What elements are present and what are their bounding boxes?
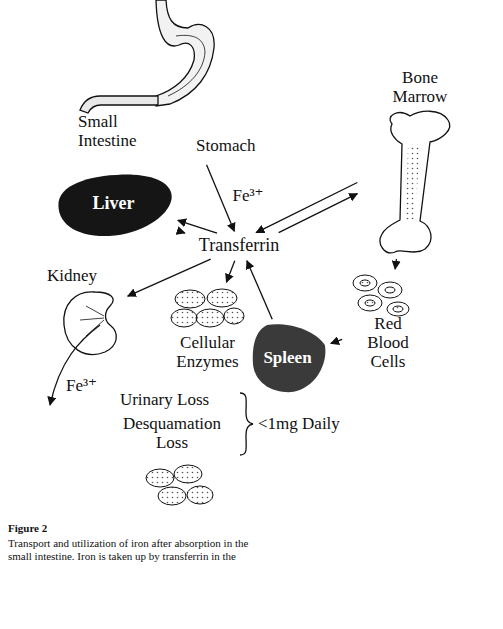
cellular-enzymes-node: Cellular Enzymes	[165, 285, 250, 377]
figure-number: Figure 2	[8, 522, 47, 535]
brace	[240, 393, 253, 455]
kidney-node: Kidney	[45, 266, 125, 364]
red-blood-cells-node: Red Blood Cells	[345, 272, 430, 375]
daily-loss-label: <1mg Daily	[258, 414, 340, 433]
kidney-drawing	[50, 292, 116, 405]
node-label: Bone Marrow	[388, 68, 452, 106]
liver-organ: Liver	[55, 172, 175, 238]
urine-arrow	[50, 325, 100, 405]
iron-flow-arrow	[256, 183, 357, 233]
cell-cluster	[171, 289, 244, 327]
gut-node: Small IntestineStomach	[76, 0, 267, 162]
node-label: Cellular Enzymes	[169, 333, 246, 371]
loss-label: Desquamation Loss	[112, 414, 232, 452]
spleen-organ: Spleen	[250, 322, 328, 394]
stomach-drawing	[80, 0, 214, 113]
red-blood-cells-drawing	[353, 275, 409, 316]
desquamated-cells	[146, 465, 213, 505]
iron-label: Fe³⁺	[66, 376, 97, 395]
iron-flow-arrow	[331, 339, 342, 343]
iron-flow-arrow	[395, 259, 396, 269]
figure-caption: Transport and utilization of iron after …	[8, 537, 253, 563]
bone-drawing	[380, 111, 450, 253]
edge-label: Fe³⁺	[230, 186, 265, 205]
loss-label: Urinary Loss	[112, 390, 217, 409]
node-label: Liver	[55, 194, 172, 213]
iron-flow-arrow	[226, 261, 234, 282]
iron-flow-arrow	[178, 231, 185, 233]
node-label: Spleen	[250, 348, 325, 367]
node-label: Stomach	[196, 136, 264, 155]
iron-flow-arrow	[178, 220, 217, 233]
node-label: Kidney	[47, 266, 117, 285]
node-label: Small Intestine	[78, 112, 158, 150]
iron-flow-arrow	[279, 194, 358, 233]
iron-flow-arrow	[247, 261, 272, 319]
transferrin-node: Transferrin	[183, 234, 298, 258]
node-label: Red Blood Cells	[361, 314, 415, 371]
bone-marrow-node: Bone Marrow	[360, 68, 460, 256]
node-label: Transferrin	[183, 236, 295, 255]
iron-flow-arrow	[128, 259, 211, 296]
